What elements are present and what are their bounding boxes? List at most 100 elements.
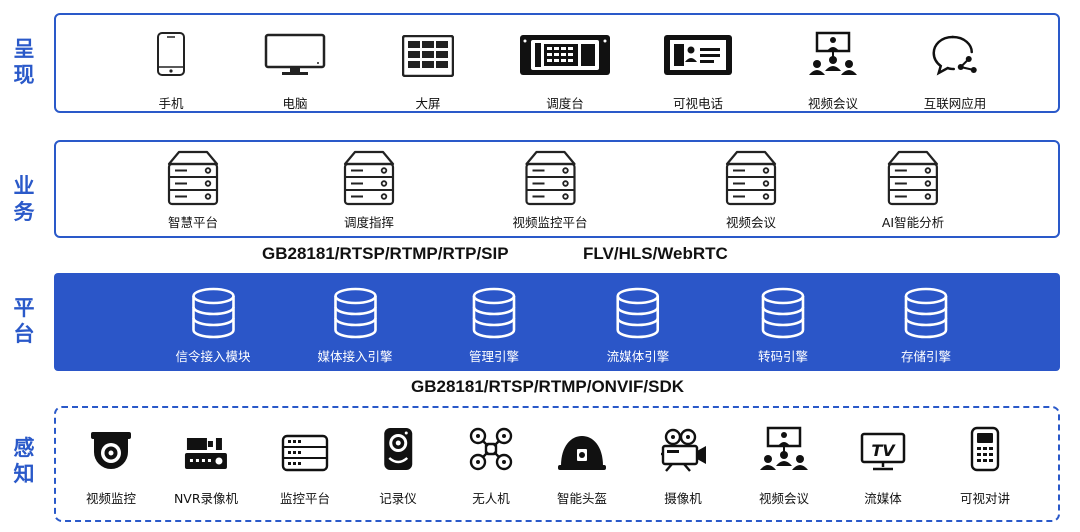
business-item-label: 智慧平台 bbox=[167, 215, 218, 230]
database-icon bbox=[615, 287, 661, 339]
layer-label-char: 呈 bbox=[13, 37, 35, 61]
upper-protocol-left: GB28181/RTSP/RTMP/RTP/SIP bbox=[262, 244, 509, 263]
present-item-label: 手机 bbox=[158, 96, 184, 111]
perception-item-label: NVR录像机 bbox=[173, 491, 239, 506]
database-icon bbox=[760, 287, 806, 339]
database-icon bbox=[471, 287, 517, 339]
perception-item-video-camera: 摄像机 bbox=[658, 424, 708, 507]
perception-item-video-conference: 视频会议 bbox=[758, 424, 810, 507]
perception-item-label: 摄像机 bbox=[664, 491, 702, 506]
video-wall-icon bbox=[402, 27, 454, 77]
video-conference-icon bbox=[807, 27, 859, 77]
database-icon bbox=[903, 287, 949, 339]
platform-item-label: 管理引擎 bbox=[468, 349, 520, 364]
layer-label-char: 台 bbox=[13, 322, 35, 346]
video-conference-icon bbox=[758, 424, 810, 472]
upper-protocol-right: FLV/HLS/WebRTC bbox=[583, 244, 728, 263]
perception-item-label: 可视对讲 bbox=[959, 491, 1011, 506]
server-icon bbox=[343, 150, 395, 206]
layer-label-char: 平 bbox=[13, 296, 35, 320]
platform-layer-box: 信令接入模块 媒体接入引擎 管理引擎 流媒体引擎 转码引擎 存储引擎 bbox=[54, 273, 1060, 371]
computer-monitor-icon bbox=[264, 27, 326, 77]
present-item-label: 互联网应用 bbox=[923, 96, 987, 111]
layer-label-char: 现 bbox=[13, 63, 35, 87]
present-item-label: 可视电话 bbox=[672, 96, 723, 111]
dome-camera-icon bbox=[89, 424, 133, 472]
perception-item-label: 监控平台 bbox=[279, 491, 331, 506]
perception-item-label: 记录仪 bbox=[379, 491, 417, 506]
perception-item-label: 智能头盔 bbox=[556, 491, 608, 506]
lower-protocol: GB28181/RTSP/RTMP/ONVIF/SDK bbox=[411, 377, 685, 396]
perception-item-smart-helmet: 智能头盔 bbox=[557, 424, 607, 507]
chat-bubble-icon bbox=[931, 27, 979, 77]
monitoring-platform-icon bbox=[281, 424, 329, 472]
present-item-phone: 手机 bbox=[156, 27, 186, 112]
perception-item-video-intercom: 可视对讲 bbox=[960, 424, 1010, 507]
perception-item-nvr: NVR录像机 bbox=[174, 424, 238, 507]
layer-label-platform: 平 台 bbox=[6, 295, 42, 347]
layer-label-present: 呈 现 bbox=[6, 36, 42, 88]
server-icon bbox=[725, 150, 777, 206]
business-item-video-conference: 视频会议 bbox=[725, 150, 777, 231]
platform-item-storage: 存储引擎 bbox=[901, 287, 951, 365]
present-item-video-conference: 视频会议 bbox=[807, 27, 859, 112]
perception-item-drone: 无人机 bbox=[468, 424, 514, 507]
business-layer-box bbox=[54, 140, 1060, 238]
perception-item-video-surveillance: 视频监控 bbox=[86, 424, 136, 507]
present-item-video-phone: 可视电话 bbox=[663, 27, 733, 112]
video-phone-icon bbox=[663, 27, 733, 77]
platform-item-management: 管理引擎 bbox=[469, 287, 519, 365]
server-icon bbox=[524, 150, 576, 206]
platform-item-label: 流媒体引擎 bbox=[606, 349, 670, 364]
video-camera-icon bbox=[658, 424, 708, 472]
layer-label-business: 业 务 bbox=[6, 173, 42, 225]
server-icon bbox=[887, 150, 939, 206]
perception-item-body-camera: 记录仪 bbox=[379, 424, 417, 507]
business-item-label: 调度指挥 bbox=[343, 215, 394, 230]
layer-label-char: 知 bbox=[13, 462, 35, 486]
perception-item-label: 无人机 bbox=[472, 491, 510, 506]
platform-item-streaming: 流媒体引擎 bbox=[606, 287, 670, 365]
platform-item-label: 信令接入模块 bbox=[175, 349, 251, 364]
body-camera-icon bbox=[382, 424, 414, 472]
present-item-internet-app: 互联网应用 bbox=[923, 27, 987, 112]
platform-item-transcoding: 转码引擎 bbox=[758, 287, 808, 365]
present-item-label: 大屏 bbox=[415, 96, 441, 111]
intercom-icon bbox=[970, 424, 1000, 472]
business-item-video-surveillance-platform: 视频监控平台 bbox=[512, 150, 588, 231]
present-item-label: 视频会议 bbox=[807, 96, 858, 111]
present-item-computer: 电脑 bbox=[264, 27, 326, 112]
perception-item-label: 视频会议 bbox=[758, 491, 809, 506]
business-item-label: 视频会议 bbox=[725, 215, 776, 230]
database-icon bbox=[332, 287, 378, 339]
nvr-recorder-icon bbox=[183, 424, 229, 472]
svg-text:TV: TV bbox=[871, 441, 896, 460]
present-item-dispatch: 调度台 bbox=[519, 27, 611, 112]
helmet-icon bbox=[557, 424, 607, 472]
tv-icon: TV bbox=[860, 424, 906, 472]
perception-item-monitoring-platform: 监控平台 bbox=[280, 424, 330, 507]
dispatch-console-icon bbox=[519, 27, 611, 77]
layer-label-char: 务 bbox=[13, 200, 35, 224]
perception-item-label: 流媒体 bbox=[864, 491, 902, 506]
platform-item-label: 存储引擎 bbox=[900, 349, 952, 364]
perception-item-streaming-media: TV 流媒体 bbox=[860, 424, 906, 507]
drone-icon bbox=[468, 424, 514, 472]
layer-label-perception: 感 知 bbox=[6, 435, 42, 487]
business-item-ai-analysis: AI智能分析 bbox=[882, 150, 944, 231]
perception-layer-box bbox=[54, 406, 1060, 522]
business-item-label: AI智能分析 bbox=[881, 215, 945, 230]
platform-item-signaling: 信令接入模块 bbox=[175, 287, 251, 365]
present-item-label: 调度台 bbox=[546, 96, 584, 111]
server-icon bbox=[167, 150, 219, 206]
perception-item-label: 视频监控 bbox=[85, 491, 137, 506]
present-item-big-screen: 大屏 bbox=[402, 27, 454, 112]
business-item-label: 视频监控平台 bbox=[512, 215, 588, 230]
present-item-label: 电脑 bbox=[282, 96, 308, 111]
business-item-smart-platform: 智慧平台 bbox=[167, 150, 219, 231]
platform-item-label: 媒体接入引擎 bbox=[317, 349, 393, 364]
business-item-dispatch-command: 调度指挥 bbox=[343, 150, 395, 231]
layer-label-char: 感 bbox=[13, 436, 35, 460]
platform-item-media-access: 媒体接入引擎 bbox=[317, 287, 393, 365]
database-icon bbox=[190, 287, 236, 339]
